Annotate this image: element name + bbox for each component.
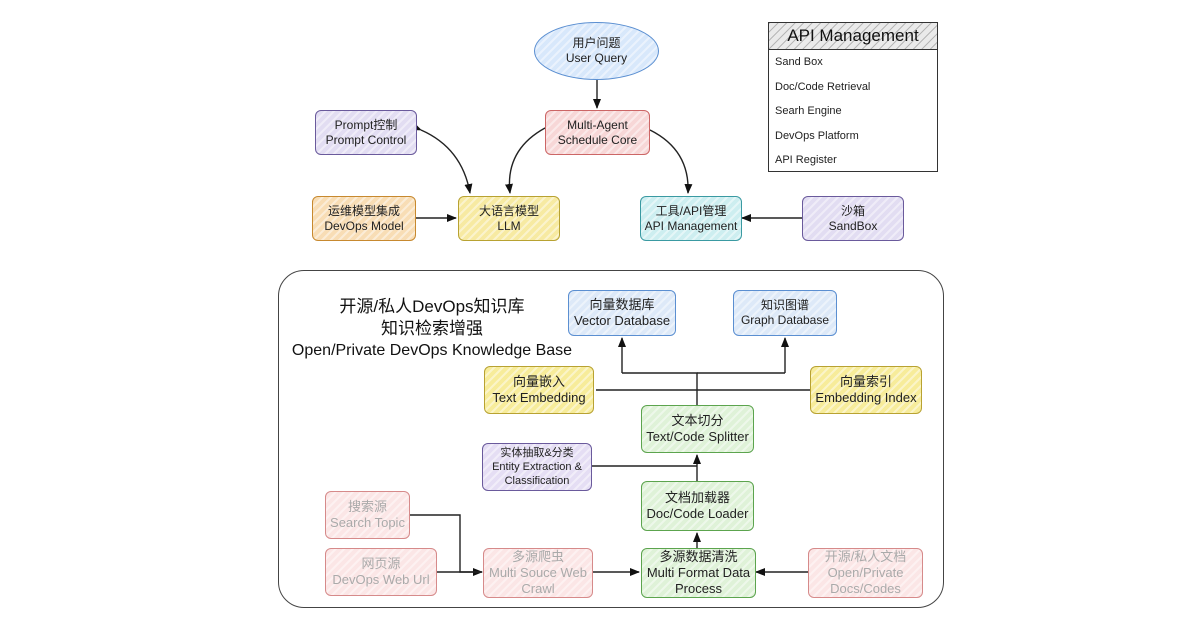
node-web-crawl-en: Multi Souce Web: [488, 565, 588, 580]
node-graph-db-en: Graph Database: [740, 313, 830, 327]
node-data-process-en2: Process: [675, 581, 722, 596]
kb-title-zh-1: 开源/私人DevOps知识库: [339, 297, 525, 316]
node-llm-zh: 大语言模型: [478, 203, 539, 218]
node-search-topic: 搜索源 Search Topic: [325, 491, 410, 539]
node-entity-extraction: 实体抽取&分类 Entity Extraction & Classificati…: [482, 443, 592, 491]
node-text-code-splitter: 文本切分 Text/Code Splitter: [641, 405, 754, 453]
node-multi-format-data-process: 多源数据清洗 Multi Format Data Process: [641, 548, 756, 598]
node-devops-web-url: 网页源 DevOps Web Url: [325, 548, 437, 596]
edge-core-tool: [640, 122, 693, 194]
node-user-query: 用户问题 User Query: [534, 22, 659, 80]
node-devops-model-zh: 运维模型集成: [327, 203, 400, 218]
node-tool-api-management: 工具/API管理 API Management: [640, 196, 742, 241]
api-management-box: API Management Sand Box Doc/Code Retriev…: [768, 22, 938, 172]
node-vector-database: 向量数据库 Vector Database: [568, 290, 676, 336]
node-graph-database: 知识图谱 Graph Database: [733, 290, 837, 336]
node-private-docs-en2: Docs/Codes: [830, 581, 901, 596]
node-private-docs-zh: 开源/私人文档: [824, 549, 907, 564]
node-text-embedding: 向量嵌入 Text Embedding: [484, 366, 594, 414]
node-data-process-en: Multi Format Data: [646, 565, 751, 580]
node-search-topic-en: Search Topic: [330, 515, 405, 530]
node-loader-en: Doc/Code Loader: [646, 506, 749, 521]
node-splitter-zh: 文本切分: [671, 413, 724, 428]
api-item-devops-platform: DevOps Platform: [775, 129, 859, 142]
node-splitter-en: Text/Code Splitter: [646, 429, 749, 444]
node-prompt-control: Prompt控制 Prompt Control: [315, 110, 417, 155]
node-open-private-docs: 开源/私人文档 Open/Private Docs/Codes: [808, 548, 923, 598]
node-vector-db-en: Vector Database: [573, 313, 671, 328]
node-sandbox-zh: 沙箱: [840, 203, 865, 218]
api-item-doc-code-retrieval: Doc/Code Retrieval: [775, 80, 871, 93]
node-text-embedding-zh: 向量嵌入: [512, 374, 565, 389]
api-item-search-engine: Searh Engine: [775, 105, 842, 117]
node-sandbox: 沙箱 SandBox: [802, 196, 904, 241]
node-user-query-en: User Query: [565, 51, 628, 65]
node-entity-en2: Classification: [504, 475, 570, 487]
node-prompt-control-zh: Prompt控制: [334, 117, 398, 132]
node-embedding-index: 向量索引 Embedding Index: [810, 366, 922, 414]
edge-core-llm: [504, 120, 555, 194]
node-entity-zh: 实体抽取&分类: [500, 447, 574, 459]
node-web-crawl-en2: Crawl: [521, 581, 555, 596]
node-search-topic-zh: 搜索源: [347, 499, 387, 514]
node-multi-source-web-crawl: 多源爬虫 Multi Souce Web Crawl: [483, 548, 593, 598]
node-private-docs-en: Open/Private: [827, 565, 904, 580]
api-item-sandbox: Sand Box: [775, 56, 823, 68]
node-web-crawl-zh: 多源爬虫: [511, 549, 564, 564]
kb-title-zh-2: 知识检索增强: [381, 319, 483, 338]
node-multi-agent-line1: Multi-Agent: [567, 117, 628, 132]
node-prompt-control-en: Prompt Control: [325, 132, 407, 147]
node-user-query-zh: 用户问题: [572, 36, 621, 50]
node-graph-db-zh: 知识图谱: [760, 298, 809, 312]
node-devops-model: 运维模型集成 DevOps Model: [312, 196, 416, 241]
node-tool-api-zh: 工具/API管理: [655, 203, 727, 218]
node-entity-en: Entity Extraction &: [492, 461, 582, 473]
kb-title-en: Open/Private DevOps Knowledge Base: [291, 342, 573, 359]
node-multi-agent-core: Multi-Agent Schedule Core: [545, 110, 650, 155]
node-web-url-en: DevOps Web Url: [332, 572, 430, 587]
node-llm: 大语言模型 LLM: [458, 196, 560, 241]
api-item-api-register: API Register: [775, 154, 837, 166]
api-management-header: API Management: [769, 23, 937, 50]
node-tool-api-en: API Management: [644, 218, 738, 233]
node-devops-model-en: DevOps Model: [324, 218, 404, 233]
node-llm-en: LLM: [497, 218, 521, 233]
node-embedding-index-zh: 向量索引: [839, 374, 892, 389]
node-sandbox-en: SandBox: [828, 218, 878, 233]
knowledge-base-panel: [278, 270, 944, 608]
node-multi-agent-line2: Schedule Core: [557, 132, 638, 147]
node-data-process-zh: 多源数据清洗: [659, 549, 738, 564]
node-loader-zh: 文档加载器: [664, 490, 730, 505]
node-doc-code-loader: 文档加载器 Doc/Code Loader: [641, 481, 754, 531]
edge-prompt-llm: [411, 122, 473, 194]
node-web-url-zh: 网页源: [361, 556, 401, 571]
node-embedding-index-en: Embedding Index: [815, 390, 917, 405]
node-vector-db-zh: 向量数据库: [589, 297, 655, 312]
knowledge-base-title: 开源/私人DevOps知识库 知识检索增强 Open/Private DevOp…: [282, 296, 582, 362]
node-text-embedding-en: Text Embedding: [492, 390, 586, 405]
